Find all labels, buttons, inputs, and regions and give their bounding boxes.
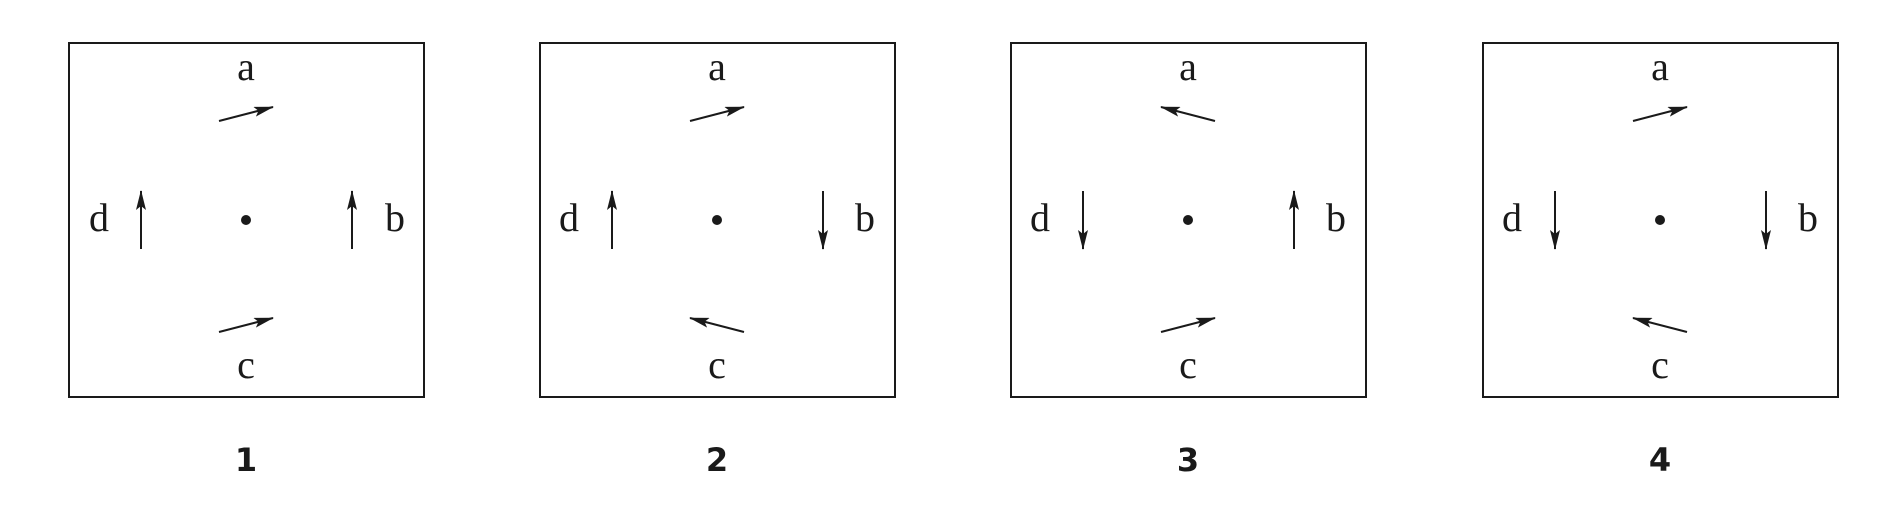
panel-2-number: 2 <box>706 441 728 479</box>
panel-2-label-top: a <box>708 44 726 89</box>
panel-2-arrow-bottom <box>689 317 745 333</box>
panel-3-label-left: d <box>1030 195 1050 240</box>
panel-1-label-right: b <box>385 195 405 240</box>
panel-2-label-left: d <box>559 195 579 240</box>
panel-2-label-bottom: c <box>708 342 726 387</box>
panel-1-center-dot <box>241 215 251 225</box>
panel-4-label-top: a <box>1651 44 1669 89</box>
panel-1-frame <box>68 42 425 398</box>
panel-1-arrow-top <box>218 106 274 122</box>
panel-3-number: 3 <box>1177 441 1199 479</box>
panel-4-label-right: b <box>1798 195 1818 240</box>
panel-2-label-right: b <box>855 195 875 240</box>
panel-4-frame <box>1482 42 1839 398</box>
panel-2-center-dot <box>712 215 722 225</box>
panel-3-label-top: a <box>1179 44 1197 89</box>
panel-1-number: 1 <box>235 441 257 479</box>
panel-1-label-top: a <box>237 44 255 89</box>
panel-4-arrow-top <box>1632 106 1688 122</box>
panel-3-frame <box>1010 42 1367 398</box>
panel-2-arrow-top <box>689 106 745 122</box>
panel-4-label-bottom: c <box>1651 342 1669 387</box>
panel-2: a b c d 2 <box>539 42 896 479</box>
panel-3-label-right: b <box>1326 195 1346 240</box>
panel-1-arrow-bottom <box>218 317 274 333</box>
panel-1: a b c d 1 <box>68 42 425 479</box>
panel-3: a b c d 3 <box>1010 42 1367 479</box>
panel-4-center-dot <box>1655 215 1665 225</box>
panel-3-label-bottom: c <box>1179 342 1197 387</box>
panel-3-center-dot <box>1183 215 1193 225</box>
panel-4-number: 4 <box>1649 441 1671 479</box>
panel-4-label-left: d <box>1502 195 1522 240</box>
panel-1-label-bottom: c <box>237 342 255 387</box>
panel-3-arrow-top <box>1160 106 1216 122</box>
panel-3-arrow-bottom <box>1160 317 1216 333</box>
panel-4: a b c d 4 <box>1482 42 1839 479</box>
panel-1-label-left: d <box>89 195 109 240</box>
panel-2-frame <box>539 42 896 398</box>
panel-4-arrow-bottom <box>1632 317 1688 333</box>
